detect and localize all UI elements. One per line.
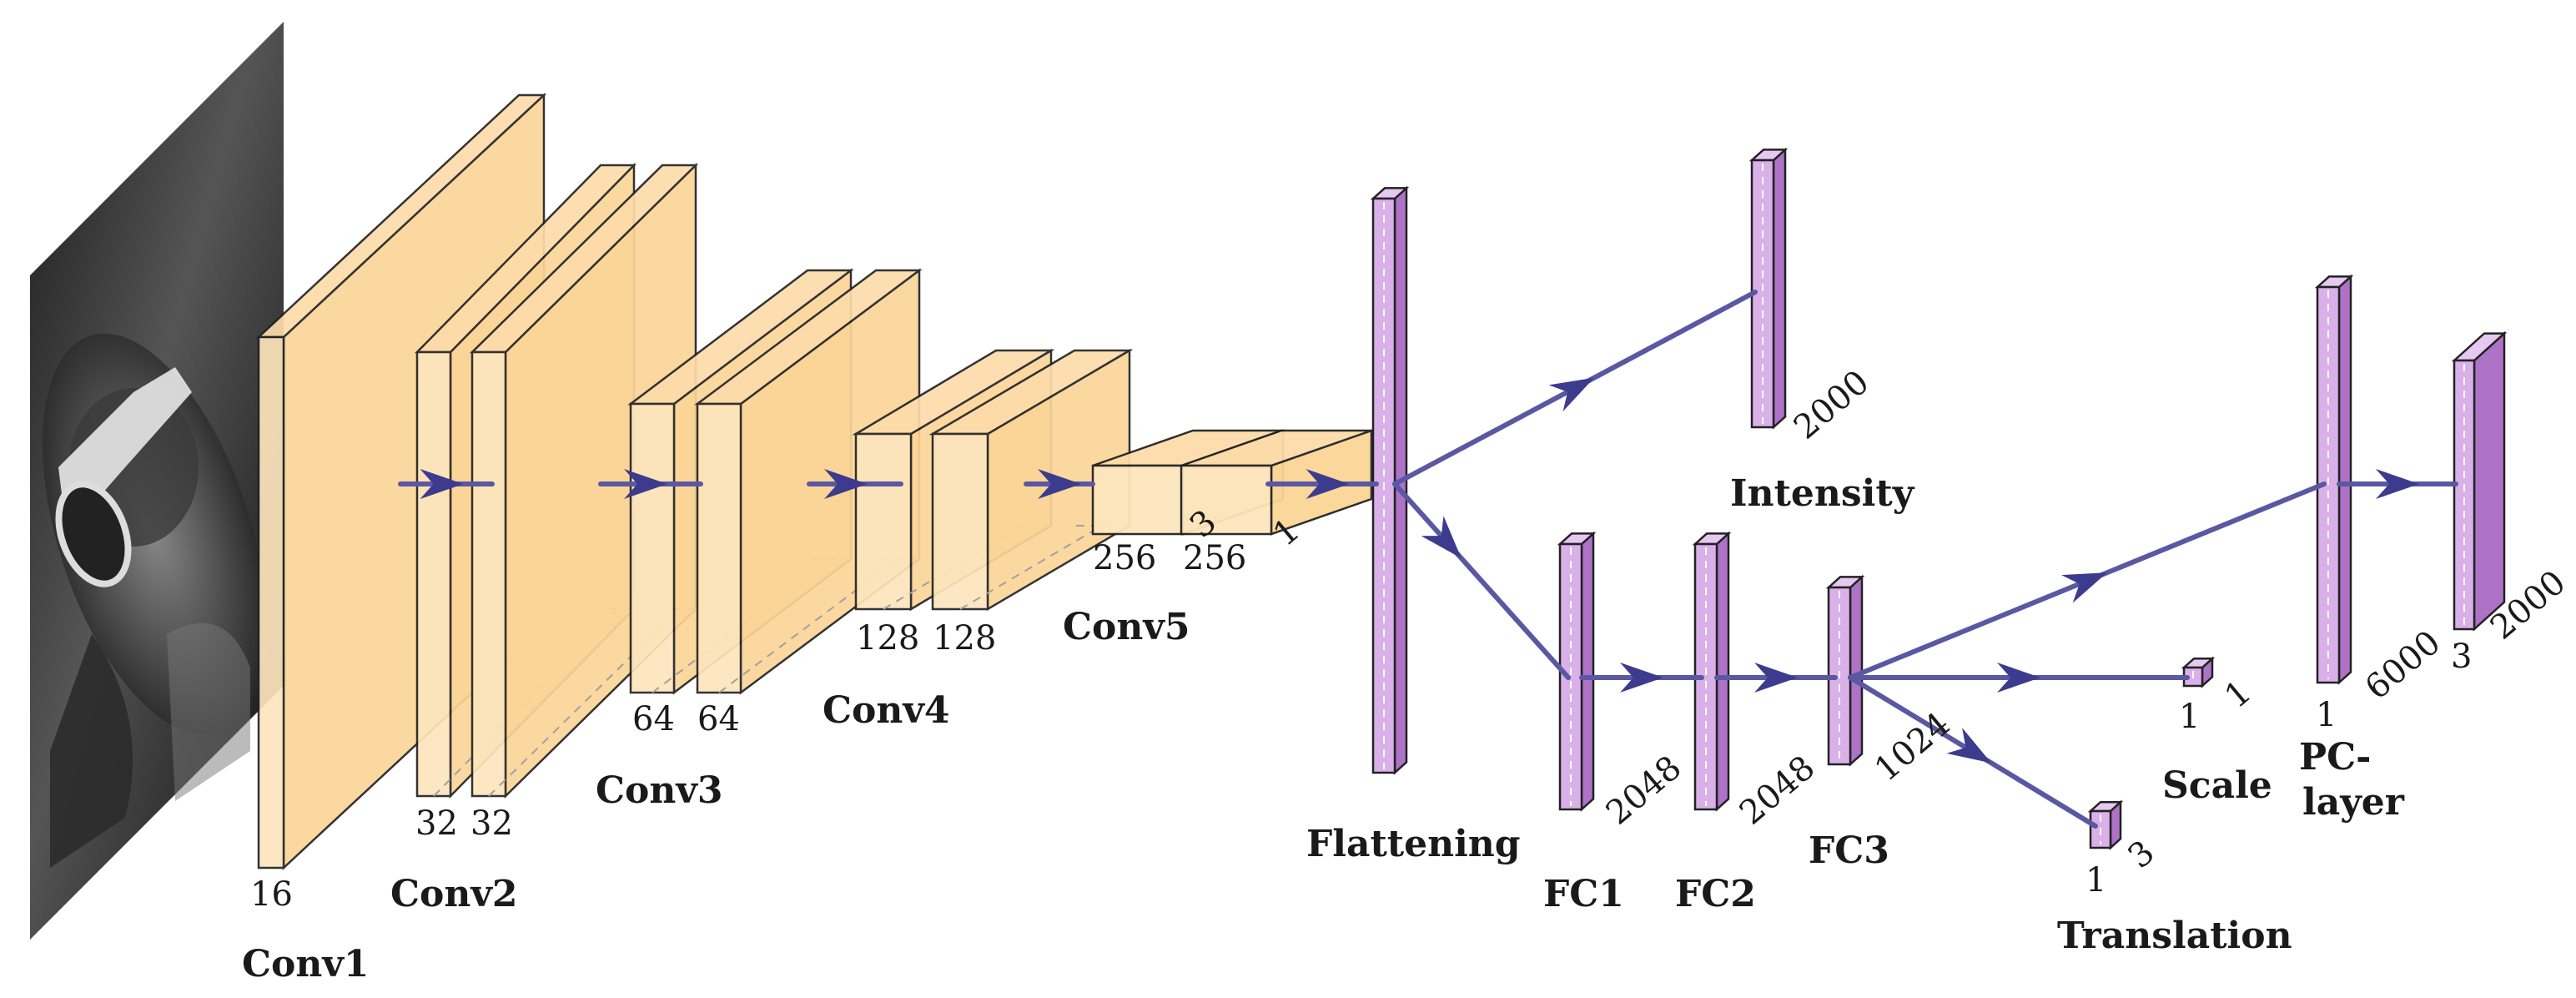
edge-flatten-fc1 [1392,481,1571,680]
fc1-dim-label: 2048 [1599,748,1689,833]
scale-name-label: Scale [2162,764,2272,807]
edge-conv2-conv3-arrowhead [624,469,667,499]
flattening-name-label: Flattening [1306,823,1521,865]
edge-fc3-pc-arrowhead [2061,572,2108,603]
conv1-name-label: Conv1 [242,943,370,985]
layer-blocks [255,93,2508,870]
edge-conv5-flatten-arrowhead [1306,469,1350,499]
edge-pc-output-arrowhead [2376,469,2419,499]
pc-layer-dim-label-b: 6000 [2358,623,2448,708]
conv4-name-label: Conv4 [823,689,950,732]
translation-dim-label-a: 1 [2085,861,2106,900]
output-bar [2451,330,2508,632]
conv4-dim-label-b: 128 [933,619,996,658]
edge-conv1-conv2-arrowhead [420,469,464,499]
conv5-name-label: Conv5 [1063,606,1190,648]
translation-name-label: Translation [2057,915,2292,957]
intensity-dim-label: 2000 [1787,363,1877,447]
pc-layer-name-label-line2: layer [2302,781,2405,824]
conv5-dim-label-b: 256 [1183,539,1246,577]
fc3-bar [1825,574,1865,767]
conv1-dim-label: 16 [250,875,293,914]
pc-layer-dim-label-a: 1 [2316,696,2337,734]
intensity-bar [1748,147,1789,430]
edge-fc3-translation-arrowhead [1946,728,1992,764]
conv2-name-label: Conv2 [390,873,518,915]
conv2-dim-label-b: 32 [470,804,513,843]
conv2-dim-label-a: 32 [415,804,458,843]
edge-fc2-fc3-arrowhead [1754,663,1798,693]
conv3-dim-label-b: 64 [697,700,740,738]
fc1-name-label: FC1 [1543,873,1624,915]
conv3-name-label: Conv3 [596,769,723,812]
translation-dim-label-b: 3 [2121,833,2161,876]
conv4-dim-label-a: 128 [856,619,919,658]
edge-flatten-fc1-arrowhead [1421,516,1462,558]
labels: 16 32 32 64 64 128 128 256 256 3 1 2000 … [242,363,2573,985]
pc-layer-bar [2314,274,2354,685]
fc1-bar [1557,531,1597,812]
fc2-name-label: FC2 [1675,873,1756,915]
fc2-bar [1692,531,1732,812]
output-dim-label-a: 3 [2451,638,2472,676]
connection-edges [398,290,2458,829]
fc2-dim-label: 2048 [1733,748,1823,833]
conv3-dim-label-a: 64 [632,700,675,738]
edge-flatten-intensity-arrowhead [1548,377,1594,412]
translation-bar [2087,799,2124,850]
fc3-name-label: FC3 [1809,829,1889,872]
pc-layer-name-label-line1: PC- [2299,736,2371,779]
scale-dim-label-b: 1 [2217,673,2258,716]
conv5-dim-label-a: 256 [1093,539,1156,577]
edge-conv4-conv5-arrowhead [1038,469,1081,499]
edge-conv3-conv4-arrowhead [824,469,868,499]
edge-fc3-scale-arrowhead [1997,663,2040,693]
intensity-name-label: Intensity [1730,472,1915,515]
input-face-image [30,22,284,940]
scale-dim-label-a: 1 [2179,698,2200,736]
edge-fc1-fc2-arrowhead [1620,663,1663,693]
scale-cube [2181,656,2216,688]
